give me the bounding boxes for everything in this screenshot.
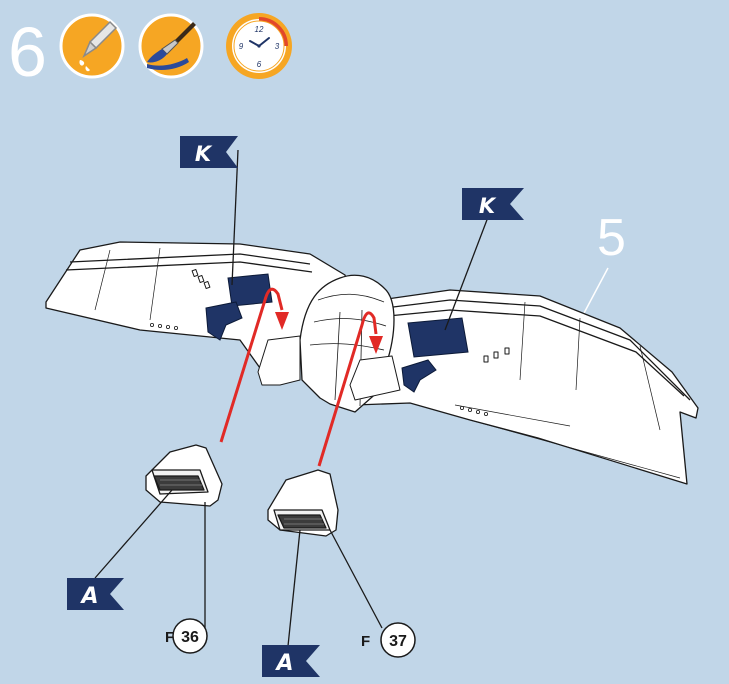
- paint-flag-k-right: K: [462, 188, 524, 220]
- part-number-f36: 36: [181, 629, 199, 646]
- flag-label-a-right: A: [274, 651, 293, 676]
- clock-number-6: 6: [257, 60, 262, 69]
- step-number: 6: [8, 13, 47, 91]
- clock-number-12: 12: [255, 25, 264, 34]
- part-number-f37: 37: [389, 633, 407, 650]
- paint-brush-icon: [140, 15, 202, 77]
- part-label-f37: F 37: [361, 623, 415, 657]
- wing-assembly: [46, 242, 698, 484]
- flag-label-a-left: A: [79, 584, 98, 609]
- clock-number-9: 9: [239, 42, 244, 51]
- paint-flag-k-left: K: [180, 136, 238, 168]
- part-f37: [268, 470, 338, 536]
- part-f36: [146, 445, 222, 506]
- part-label-f36: F 36: [165, 619, 207, 653]
- clock-number-3: 3: [275, 42, 280, 51]
- flag-label-k-left: K: [195, 142, 213, 166]
- glue-icon: [61, 15, 123, 77]
- part-prefix-f37: F: [361, 633, 370, 650]
- paint-flag-a-right: A: [262, 645, 320, 677]
- flag-label-k-right: K: [479, 194, 497, 218]
- paint-flag-a-left: A: [67, 578, 124, 610]
- part-number-label: 5: [597, 209, 626, 267]
- drying-time-clock-icon: 12 3 6 9: [226, 13, 292, 79]
